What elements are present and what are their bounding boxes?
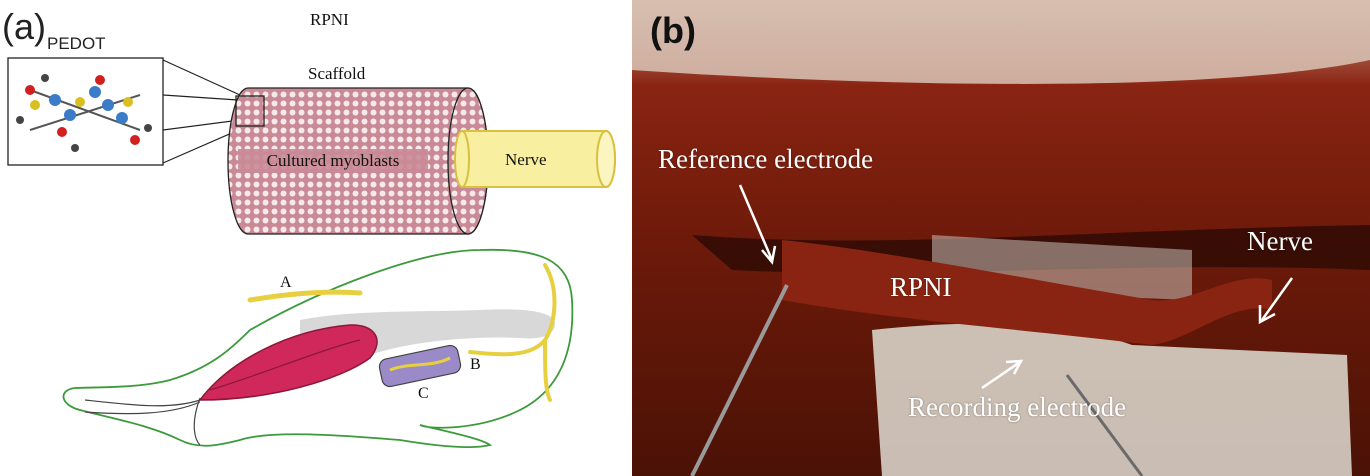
recording-electrode-label: Recording electrode	[908, 392, 1127, 422]
scaffold-label: Scaffold	[308, 64, 366, 83]
scaffold-diagram	[7, 57, 616, 235]
panel-b-label: (b)	[650, 10, 696, 51]
nerve-photo-label: Nerve	[1247, 226, 1313, 256]
panel-a: (a) PEDOT RPNI Scaffold	[0, 0, 632, 476]
marker-a: A	[280, 274, 292, 291]
limb-diagram	[62, 248, 574, 448]
reference-electrode-label: Reference electrode	[658, 144, 874, 174]
panel-a-label: (a)	[2, 6, 46, 47]
surgical-photo	[632, 0, 1370, 476]
tendons	[84, 397, 201, 446]
scaffold-inset	[235, 95, 265, 127]
reference-electrode-wire	[690, 284, 789, 476]
main-nerve	[468, 263, 557, 402]
panel-b-photo: (b) Reference electrode RPNI Nerve Recor…	[632, 0, 1370, 476]
recording-electrode-wire	[1065, 374, 1144, 476]
marker-c: C	[418, 385, 429, 402]
pedot-label: PEDOT	[47, 34, 106, 53]
limb-outline	[62, 248, 574, 448]
gauze	[872, 323, 1352, 476]
annotation-arrows	[738, 184, 1294, 390]
pedot-molecule-icon	[16, 74, 152, 152]
nerve-label: Nerve	[505, 150, 547, 169]
myoblasts-label: Cultured myoblasts	[238, 149, 428, 173]
rpni-tissue	[782, 240, 1272, 345]
figure-title: RPNI	[310, 10, 349, 29]
marker-b: B	[470, 356, 481, 373]
rpni-label: RPNI	[890, 272, 952, 302]
nerve-a	[247, 289, 363, 303]
muscle	[198, 324, 378, 401]
